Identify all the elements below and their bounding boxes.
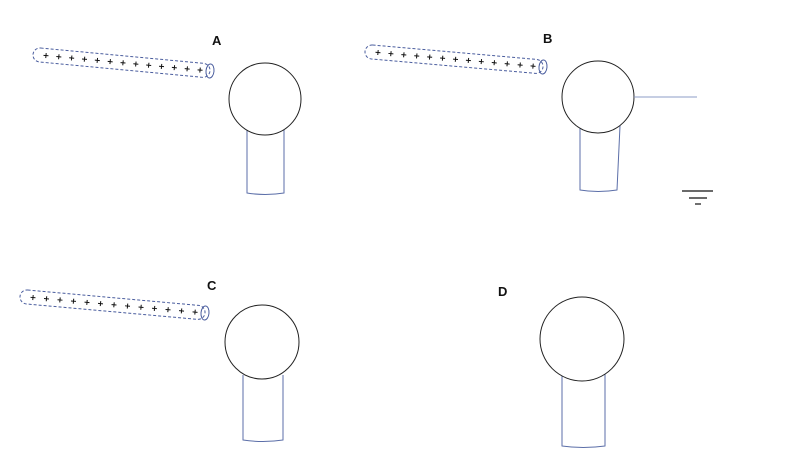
panel-a-charged-rod-plus-charge — [107, 59, 113, 65]
panel-b-charged-rod-plus-charge — [388, 51, 394, 57]
panel-c-charged-rod-plus-charge — [70, 298, 77, 304]
panel-d-stand — [561, 372, 606, 448]
panel-a-charged-rod-outline — [32, 47, 211, 78]
panel-a-label: A — [212, 33, 222, 48]
panel-c-charged-rod-plus-charge — [192, 309, 198, 315]
panel-b-charged-rod-plus-charge — [491, 60, 497, 66]
panel-c-charged-rod-plus-charge — [30, 295, 36, 301]
panel-c-charged-rod-plus-charge — [165, 307, 171, 313]
panel-a-charged-rod-plus-charge — [81, 56, 88, 62]
panel-a-charged-rod-plus-charge — [69, 55, 75, 61]
panel-b-label: B — [543, 31, 552, 46]
panel-c-charged-rod-plus-charge — [179, 308, 185, 314]
panel-a-charged-rod — [32, 47, 215, 79]
panel-a-charged-rod-plus-charge — [171, 65, 177, 71]
panel-c-charged-rod-plus-charge — [43, 296, 50, 302]
panel-a-sphere — [228, 62, 302, 136]
panel-d-stand-body — [561, 372, 606, 448]
panel-c-charged-rod — [19, 289, 210, 321]
panel-b-charged-rod-body — [364, 44, 548, 75]
panel-c-charged-rod-plus-charge — [111, 302, 117, 308]
panel-a-charged-rod-plus-charge — [158, 63, 165, 69]
panel-b-charged-rod-outline — [364, 44, 544, 74]
panel-b-charged-rod-plus-charge — [440, 55, 446, 61]
panel-c-charged-rod-plus-charge — [84, 299, 90, 305]
panel-a-stand-body — [246, 128, 285, 195]
panel-a-charged-rod-body — [32, 47, 215, 79]
panel-b-charged-rod-end-cap — [538, 59, 548, 75]
panel-b-charged-rod-plus-charge — [465, 57, 471, 63]
panel-a-charged-rod-plus-charge — [146, 62, 152, 68]
panel-b-charged-rod-plus-charge — [517, 62, 523, 68]
panel-c-charged-rod-plus-charge — [138, 304, 144, 310]
panel-a-charged-rod-plus-charge — [56, 54, 62, 60]
panel-c-charged-rod-plus-charge — [97, 301, 104, 307]
panel-c-label: C — [207, 278, 217, 293]
panel-a: A — [32, 33, 302, 195]
panel-b-charged-rod-plus-charge — [414, 53, 420, 59]
panel-b-charged-rod-plus-charge — [375, 49, 381, 56]
panel-d-sphere — [539, 296, 625, 382]
panel-b-charged-rod-plus-charge — [478, 59, 484, 65]
panel-b-charged-rod-plus-charge — [427, 54, 433, 60]
panel-a-charged-rod-plus-charge — [197, 67, 203, 73]
panel-c-charged-rod-end-cap — [200, 305, 210, 321]
panel-a-charged-rod-plus-charge — [43, 53, 49, 59]
panel-d: D — [498, 284, 625, 448]
panel-a-charged-rod-plus-charge — [120, 60, 126, 66]
panel-b-charged-rod — [364, 44, 548, 75]
panel-c-charged-rod-outline — [19, 289, 206, 320]
panel-b-charged-rod-plus-charge — [530, 63, 536, 69]
panel-b-charged-rod-plus-charge — [452, 56, 459, 62]
panel-c-stand-body — [242, 375, 284, 442]
panel-b-sphere — [561, 60, 635, 134]
panel-b-stand-body — [579, 125, 621, 192]
panel-b-charged-rod-plus-charge — [504, 61, 510, 67]
panel-c-charged-rod-plus-charge — [151, 305, 158, 311]
panel-b: B — [364, 31, 713, 205]
panel-c-charged-rod-body — [19, 289, 210, 321]
panel-c-sphere — [224, 304, 300, 380]
panel-a-charged-rod-plus-charge — [184, 66, 190, 72]
panel-a-charged-rod-plus-charge — [133, 61, 139, 67]
panel-b-charged-rod-plus-charge — [401, 52, 407, 58]
panel-a-stand — [246, 128, 285, 195]
panel-c-stand — [242, 375, 284, 442]
panel-c: C — [19, 278, 300, 442]
ground-symbol — [682, 190, 713, 205]
panel-c-charged-rod-plus-charge — [57, 297, 63, 303]
panel-d-label: D — [498, 284, 507, 299]
panel-b-stand — [579, 125, 621, 192]
panel-c-charged-rod-plus-charge — [124, 303, 131, 309]
panel-a-charged-rod-plus-charge — [94, 57, 100, 63]
panel-a-charged-rod-end-cap — [205, 63, 215, 79]
